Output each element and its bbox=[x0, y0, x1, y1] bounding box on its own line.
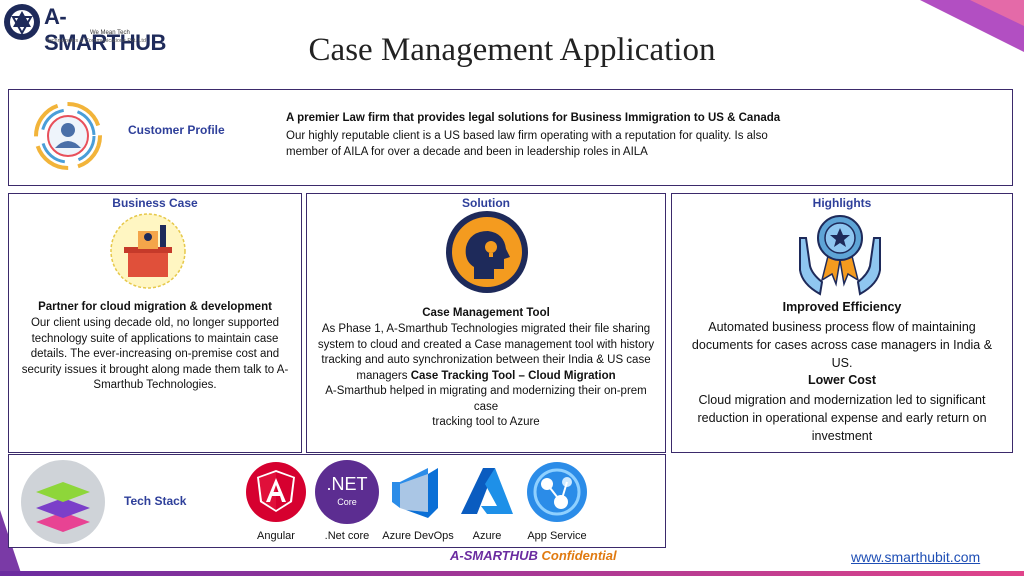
app-service-icon bbox=[527, 462, 587, 522]
confidential-brand: A-SMARTHUB bbox=[450, 548, 538, 563]
tech-item-azure: Azure bbox=[472, 530, 502, 542]
award-hands-icon bbox=[799, 215, 881, 296]
tech-item-dotnet: .Net core bbox=[324, 530, 370, 542]
logo-emblem-icon bbox=[4, 4, 40, 40]
tech-item-azure-devops: Azure DevOps bbox=[382, 530, 454, 542]
tech-item-angular: Angular bbox=[257, 530, 295, 542]
logo-subtext: Technologies & Communications Pvt. Ltd. bbox=[46, 38, 148, 44]
business-case-subtitle: Partner for cloud migration & developmen… bbox=[38, 301, 272, 313]
customer-profile-icon bbox=[34, 102, 102, 170]
business-case-body: Our client using decade old, no longer s… bbox=[21, 317, 289, 391]
page-title: Case Management Application bbox=[308, 32, 716, 68]
dotnet-logo-text: .NET bbox=[326, 474, 368, 494]
bottom-gradient-bar bbox=[0, 571, 1024, 576]
ballot-box-icon bbox=[110, 213, 186, 289]
layers-icon bbox=[21, 460, 105, 544]
highlights-header: Highlights bbox=[812, 196, 872, 210]
azure-icon bbox=[461, 468, 513, 514]
solution-body-1: As Phase 1, A-Smarthub Technologies migr… bbox=[314, 322, 658, 384]
solution-body-1-text: As Phase 1, A-Smarthub Technologies migr… bbox=[317, 323, 655, 382]
company-logo: A-SMARTHUB We Mean Tech Technologies & C… bbox=[2, 2, 172, 55]
confidential-text: Confidential bbox=[541, 548, 617, 563]
tech-item-app-service: App Service bbox=[527, 530, 587, 542]
angular-icon bbox=[246, 462, 306, 522]
highlights-heading-1: Improved Efficiency bbox=[782, 300, 902, 314]
solution-panel: Solution bbox=[306, 193, 666, 453]
business-case-header: Business Case bbox=[112, 196, 198, 210]
highlights-text-1: Automated business process flow of maint… bbox=[691, 320, 993, 370]
logo-brand: A-SMARTHUB bbox=[44, 4, 166, 55]
solution-subtitle: Case Management Tool bbox=[422, 307, 550, 319]
confidential-label: A-SMARTHUB Confidential bbox=[450, 548, 617, 563]
solution-header: Solution bbox=[462, 196, 510, 210]
dotnet-logo-sub: Core bbox=[337, 497, 357, 507]
website-link[interactable]: www.smarthubit.com bbox=[851, 549, 981, 565]
logo-tagline: We Mean Tech bbox=[90, 30, 130, 36]
tech-stack-label: Tech Stack bbox=[124, 494, 187, 508]
customer-profile-description: Our highly reputable client is a US base… bbox=[286, 130, 768, 158]
highlights-text-2: Cloud migration and modernization led to… bbox=[697, 393, 987, 443]
customer-profile-title: A premier Law firm that provides legal s… bbox=[286, 112, 781, 124]
corner-decoration-top-right bbox=[920, 0, 1024, 52]
idea-head-icon bbox=[446, 211, 528, 293]
customer-profile-label: Customer Profile bbox=[128, 123, 225, 137]
dotnet-icon: .NET Core bbox=[315, 460, 379, 524]
solution-body-2: A-Smarthub helped in migrating and moder… bbox=[325, 385, 647, 413]
customer-profile-panel bbox=[8, 89, 1013, 186]
azure-devops-icon bbox=[392, 468, 438, 518]
solution-body-3: tracking tool to Azure bbox=[432, 416, 540, 428]
highlights-heading-2: Lower Cost bbox=[807, 373, 877, 387]
solution-body-1-bold: Case Tracking Tool – Cloud Migration bbox=[410, 369, 616, 382]
